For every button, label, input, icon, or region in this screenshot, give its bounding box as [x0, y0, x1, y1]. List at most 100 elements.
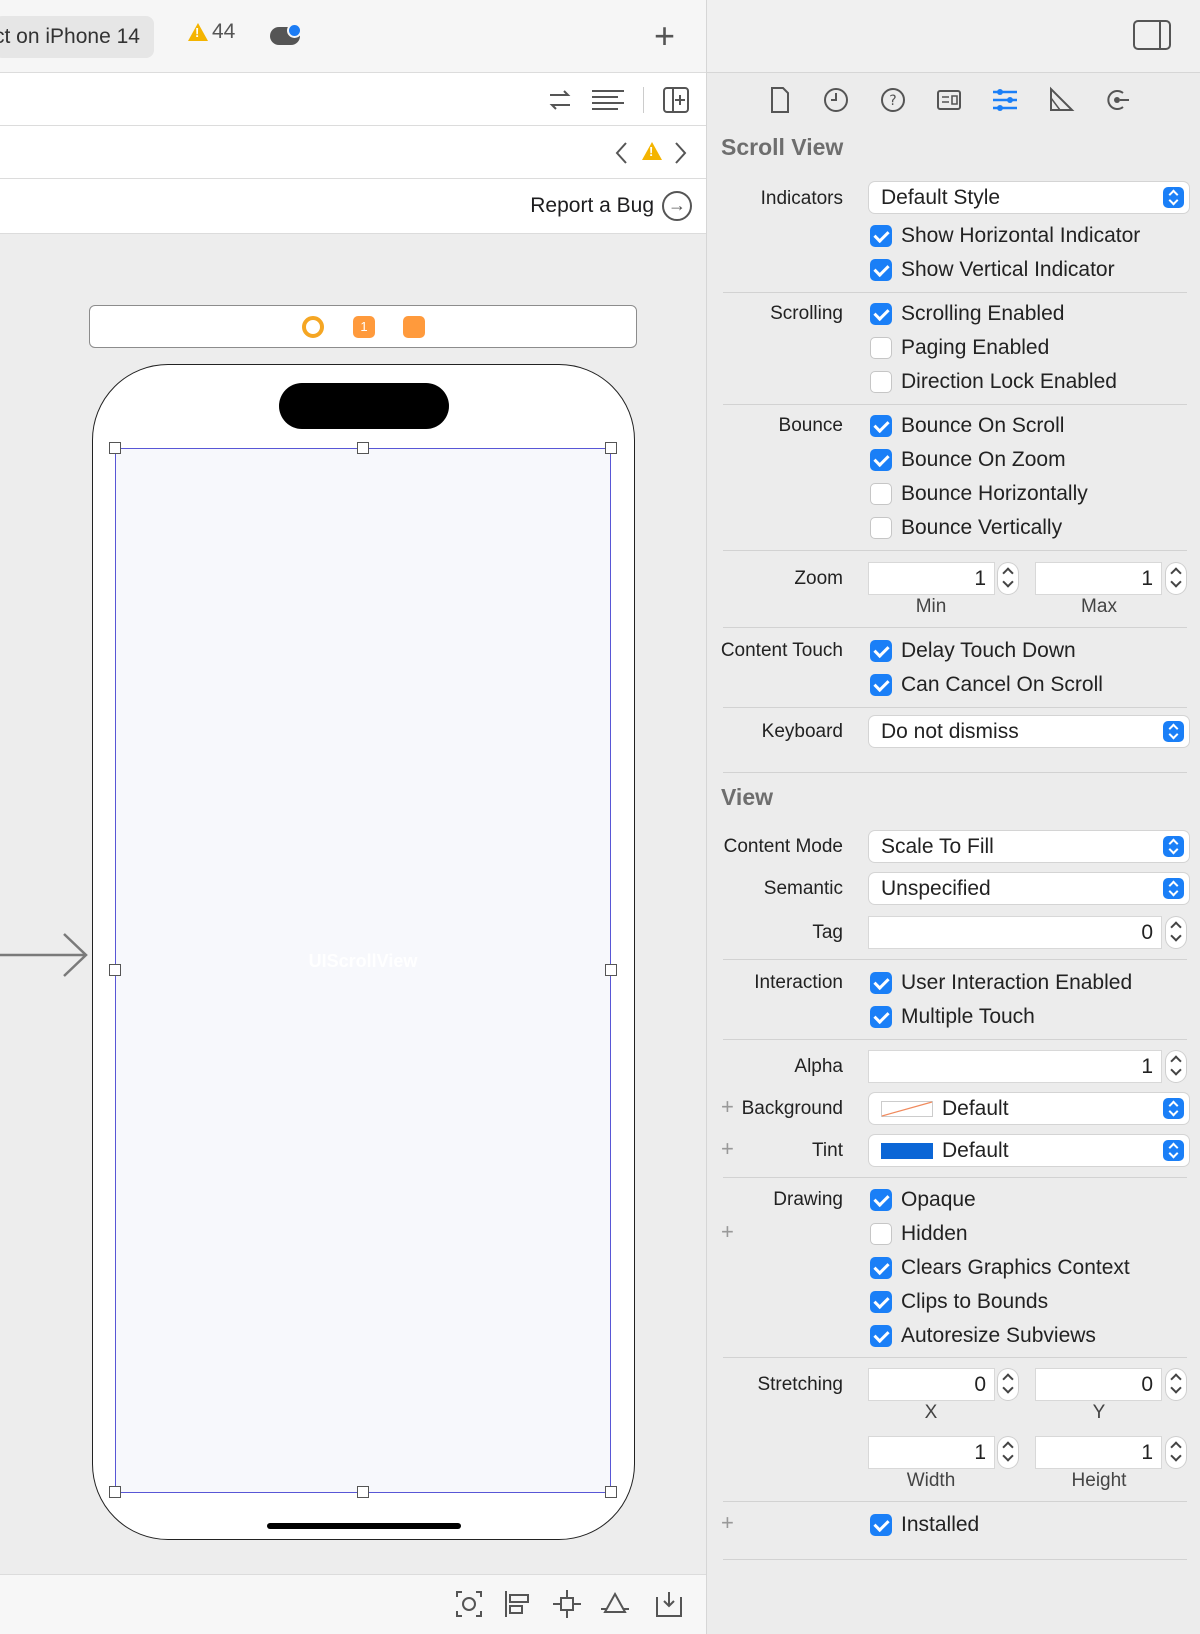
- background-popup[interactable]: Default: [869, 1093, 1189, 1124]
- report-bug-link[interactable]: Report a Bug: [530, 194, 654, 217]
- tag-stepper[interactable]: [1166, 917, 1186, 948]
- show-horizontal-indicator-checkbox[interactable]: Show Horizontal Indicator: [870, 224, 1140, 248]
- stretch-y-stepper[interactable]: [1166, 1369, 1186, 1400]
- add-variation-icon[interactable]: +: [721, 1136, 734, 1161]
- delay-touch-down-checkbox[interactable]: Delay Touch Down: [870, 639, 1076, 663]
- report-bar: Report a Bug →: [0, 179, 706, 234]
- file-inspector-icon[interactable]: [766, 86, 794, 114]
- indicators-popup[interactable]: Default Style: [869, 182, 1189, 213]
- cloud-status-icon[interactable]: [270, 23, 302, 45]
- hidden-checkbox[interactable]: Hidden: [870, 1222, 968, 1246]
- clears-graphics-context-checkbox[interactable]: Clears Graphics Context: [870, 1256, 1130, 1280]
- divider: [723, 627, 1187, 628]
- run-destination[interactable]: ct on iPhone 14: [0, 16, 154, 58]
- add-constraints-icon[interactable]: [552, 1589, 582, 1619]
- stretch-width-stepper[interactable]: [998, 1437, 1018, 1468]
- bounce-vertically-checkbox[interactable]: Bounce Vertically: [870, 516, 1062, 540]
- attributes-inspector-icon[interactable]: [991, 86, 1019, 114]
- exit-icon[interactable]: [403, 316, 425, 338]
- alpha-field[interactable]: 1: [869, 1051, 1161, 1082]
- align-icon[interactable]: [502, 1589, 532, 1619]
- bounce-label: Bounce: [778, 415, 843, 436]
- history-inspector-icon[interactable]: [822, 86, 850, 114]
- editor-options-icon[interactable]: [590, 85, 626, 115]
- resolve-issues-icon[interactable]: [600, 1589, 630, 1619]
- stretch-y-field[interactable]: 0: [1036, 1369, 1161, 1400]
- chevron-right-icon[interactable]: [670, 138, 690, 168]
- scrolling-label: Scrolling: [770, 303, 843, 324]
- stretch-width-label: Width: [906, 1470, 956, 1491]
- identity-inspector-icon[interactable]: [935, 86, 963, 114]
- stretch-height-field[interactable]: 1: [1036, 1437, 1161, 1468]
- tint-popup[interactable]: Default: [869, 1135, 1189, 1166]
- stretch-x-stepper[interactable]: [998, 1369, 1018, 1400]
- first-responder-icon[interactable]: 1: [353, 316, 375, 338]
- dynamic-island: [279, 383, 449, 429]
- autoresize-subviews-checkbox[interactable]: Autoresize Subviews: [870, 1324, 1096, 1348]
- update-frames-icon[interactable]: [454, 1589, 484, 1619]
- multiple-touch-checkbox[interactable]: Multiple Touch: [870, 1005, 1035, 1029]
- stretch-height-stepper[interactable]: [1166, 1437, 1186, 1468]
- stretch-height-label: Height: [1071, 1470, 1127, 1491]
- view-controller-icon[interactable]: [302, 316, 324, 338]
- resize-handle-bottom-left[interactable]: [109, 1486, 121, 1498]
- zoom-max-field[interactable]: 1: [1036, 563, 1161, 594]
- zoom-min-stepper[interactable]: [998, 563, 1018, 594]
- bounce-on-zoom-checkbox[interactable]: Bounce On Zoom: [870, 448, 1066, 472]
- direction-lock-checkbox[interactable]: Direction Lock Enabled: [870, 370, 1117, 394]
- drawing-label: Drawing: [773, 1189, 843, 1210]
- resize-handle-right[interactable]: [605, 964, 617, 976]
- tag-field[interactable]: 0: [869, 917, 1161, 948]
- add-variation-icon[interactable]: +: [721, 1510, 734, 1535]
- clips-to-bounds-checkbox[interactable]: Clips to Bounds: [870, 1290, 1048, 1314]
- add-variation-icon[interactable]: +: [721, 1094, 734, 1119]
- can-cancel-on-scroll-checkbox[interactable]: Can Cancel On Scroll: [870, 673, 1103, 697]
- semantic-popup[interactable]: Unspecified: [869, 873, 1189, 904]
- related-items-icon[interactable]: [545, 85, 575, 115]
- entry-point-arrow-icon[interactable]: [0, 932, 90, 978]
- stretch-width-field[interactable]: 1: [869, 1437, 994, 1468]
- warnings-count: 44: [212, 20, 236, 43]
- scrolling-enabled-checkbox[interactable]: Scrolling Enabled: [870, 302, 1064, 326]
- zoom-min-field[interactable]: 1: [869, 563, 994, 594]
- resize-handle-bottom[interactable]: [357, 1486, 369, 1498]
- paging-enabled-checkbox[interactable]: Paging Enabled: [870, 336, 1049, 360]
- jump-bar: [0, 126, 706, 179]
- checkmark-icon: [870, 1257, 892, 1279]
- content-mode-popup[interactable]: Scale To Fill: [869, 831, 1189, 862]
- user-interaction-checkbox[interactable]: User Interaction Enabled: [870, 971, 1132, 995]
- add-editor-icon[interactable]: [661, 85, 691, 115]
- stretch-x-field[interactable]: 0: [869, 1369, 994, 1400]
- resize-handle-top-right[interactable]: [605, 442, 617, 454]
- resize-handle-bottom-right[interactable]: [605, 1486, 617, 1498]
- alpha-stepper[interactable]: [1166, 1051, 1186, 1082]
- add-library-button[interactable]: +: [654, 15, 676, 56]
- add-variation-icon[interactable]: +: [721, 1219, 734, 1244]
- sidebar-toggle-icon[interactable]: [1133, 20, 1171, 50]
- connections-inspector-icon[interactable]: [1103, 86, 1131, 114]
- bounce-horizontally-checkbox[interactable]: Bounce Horizontally: [870, 482, 1088, 506]
- tint-value: Default: [942, 1139, 1009, 1162]
- keyboard-popup[interactable]: Do not dismiss: [869, 716, 1189, 747]
- popup-chevron-icon: [1163, 836, 1184, 857]
- scroll-view[interactable]: UIScrollView: [115, 448, 611, 1493]
- arrow-right-circle-icon[interactable]: →: [662, 191, 692, 221]
- tint-color-swatch: [881, 1143, 933, 1159]
- show-vertical-indicator-checkbox[interactable]: Show Vertical Indicator: [870, 258, 1115, 282]
- size-inspector-icon[interactable]: [1047, 86, 1075, 114]
- background-label: Background: [741, 1098, 843, 1119]
- installed-checkbox[interactable]: Installed: [870, 1513, 979, 1537]
- zoom-max-label: Max: [1081, 596, 1117, 617]
- content-mode-value: Scale To Fill: [881, 835, 994, 858]
- zoom-max-stepper[interactable]: [1166, 563, 1186, 594]
- warnings-indicator[interactable]: 44: [188, 20, 235, 44]
- resize-handle-top[interactable]: [357, 442, 369, 454]
- chevron-left-icon[interactable]: [612, 138, 632, 168]
- resize-handle-top-left[interactable]: [109, 442, 121, 454]
- opaque-checkbox[interactable]: Opaque: [870, 1188, 976, 1212]
- resize-handle-left[interactable]: [109, 964, 121, 976]
- quick-help-icon[interactable]: ?: [879, 86, 907, 114]
- embed-in-icon[interactable]: [654, 1589, 684, 1619]
- bounce-on-scroll-checkbox[interactable]: Bounce On Scroll: [870, 414, 1064, 438]
- issue-warning-icon[interactable]: [642, 142, 662, 160]
